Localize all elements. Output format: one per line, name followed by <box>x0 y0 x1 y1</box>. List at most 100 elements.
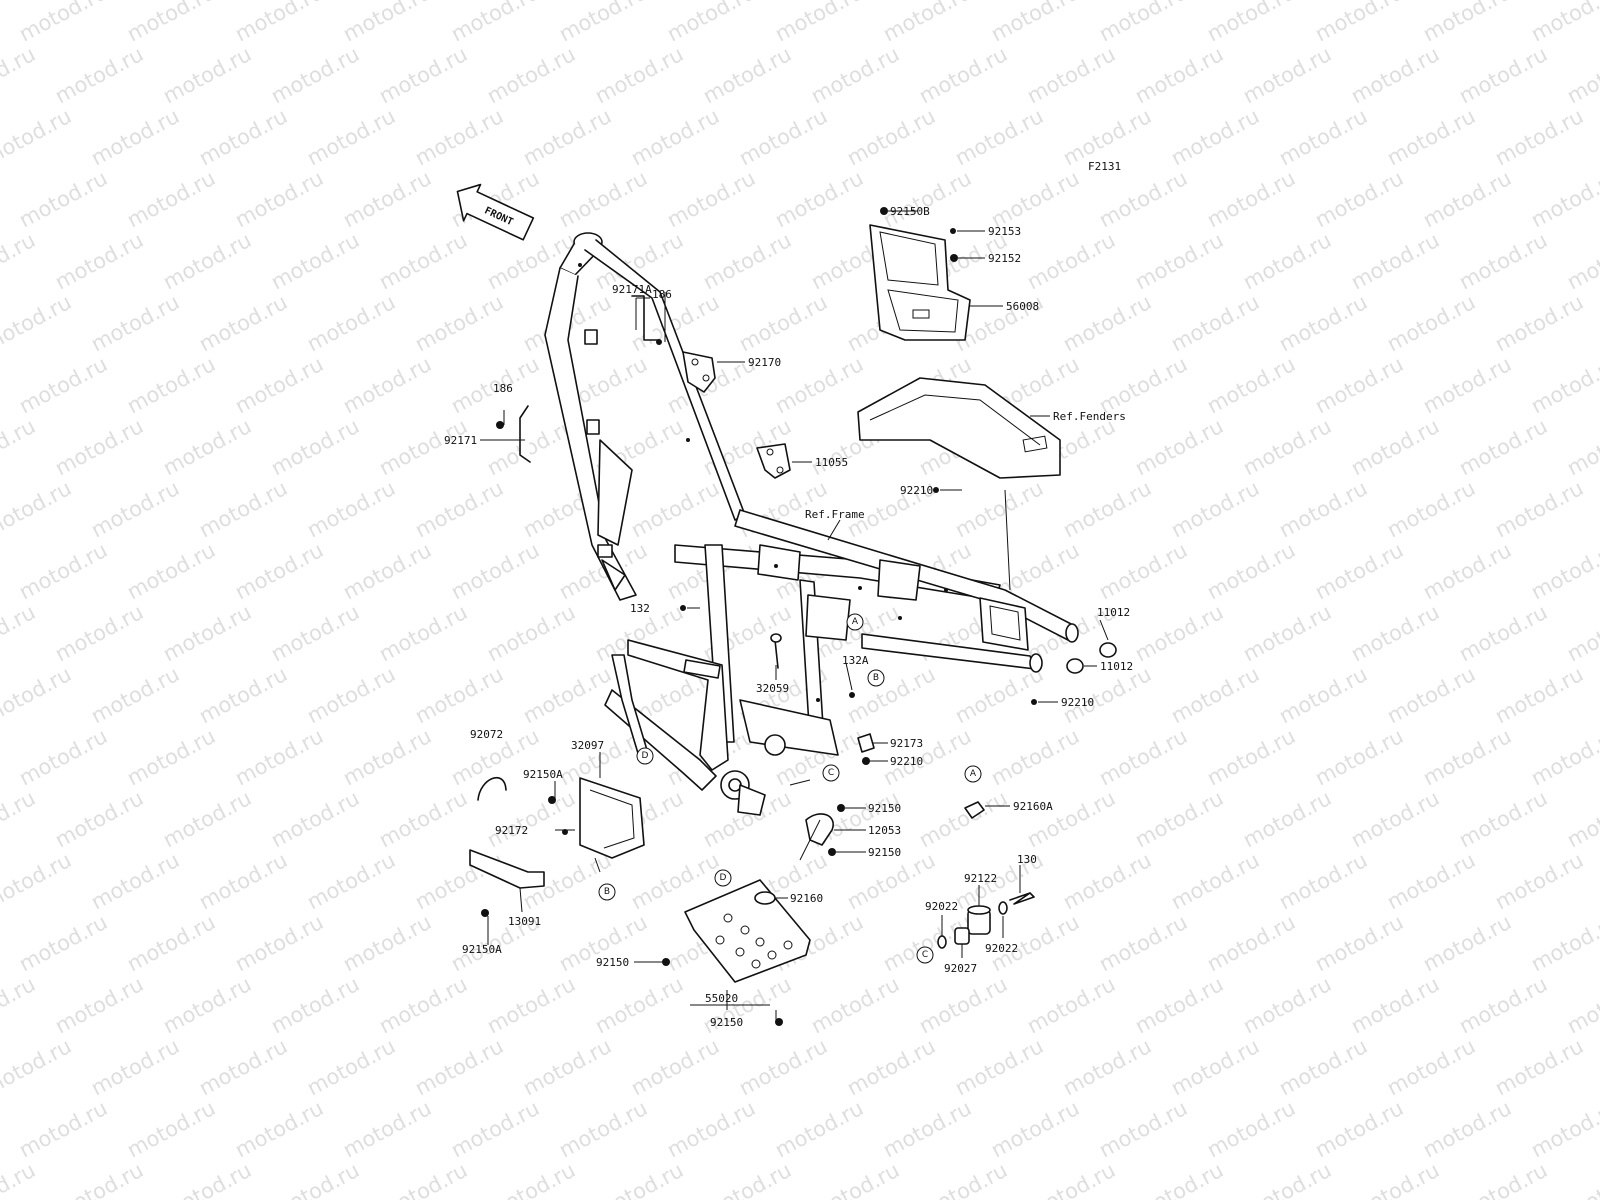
watermark-text: motod.ru <box>159 414 255 480</box>
watermark-text: motod.ru <box>699 1158 795 1200</box>
watermark-text: motod.ru <box>1239 228 1335 294</box>
watermark-text: motod.ru <box>1527 1096 1600 1162</box>
label-92150-b: 92150 <box>868 846 901 859</box>
ref-marker-b2: B <box>598 883 616 901</box>
watermark-text: motod.ru <box>1095 166 1191 232</box>
ref-marker-a1: A <box>846 613 864 631</box>
watermark-text: motod.ru <box>591 1158 687 1200</box>
watermark-text: motod.ru <box>375 1158 471 1200</box>
label-11012-a: 11012 <box>1097 606 1130 619</box>
ref-marker-b1: B <box>867 669 885 687</box>
watermark-text: motod.ru <box>0 1034 75 1100</box>
watermark-text: motod.ru <box>303 1034 399 1100</box>
label-186-left: 186 <box>493 382 513 395</box>
watermark-text: motod.ru <box>1527 166 1600 232</box>
label-92171A: 92171A <box>612 283 652 296</box>
watermark-text: motod.ru <box>0 290 75 356</box>
watermark-text: motod.ru <box>411 476 507 542</box>
watermark-text: motod.ru <box>483 1158 579 1200</box>
watermark-text: motod.ru <box>771 1096 867 1162</box>
watermark-text: motod.ru <box>15 910 111 976</box>
watermark-text: motod.ru <box>447 538 543 604</box>
battery-case-32097 <box>579 777 645 859</box>
watermark-text: motod.ru <box>0 600 39 666</box>
watermark-text: motod.ru <box>87 1034 183 1100</box>
watermark-text: motod.ru <box>1203 910 1299 976</box>
watermark-text: motod.ru <box>51 228 147 294</box>
watermark-text: motod.ru <box>1203 1096 1299 1162</box>
watermark-text: motod.ru <box>1563 228 1600 294</box>
watermark-text: motod.ru <box>1131 972 1227 1038</box>
washer-92022-b <box>998 901 1008 915</box>
label-ref-fenders: Ref.Fenders <box>1053 410 1126 423</box>
label-186-top: 186 <box>652 288 672 301</box>
watermark-text: motod.ru <box>1311 166 1407 232</box>
watermark-text: motod.ru <box>1095 0 1191 46</box>
watermark-text: motod.ru <box>195 848 291 914</box>
label-13091: 13091 <box>508 915 541 928</box>
watermark-text: motod.ru <box>1491 1034 1587 1100</box>
watermark-text: motod.ru <box>1419 166 1515 232</box>
label-92022-a: 92022 <box>925 900 958 913</box>
watermark-text: motod.ru <box>267 972 363 1038</box>
watermark-text: motod.ru <box>555 1096 651 1162</box>
watermark-text: motod.ru <box>1203 0 1299 46</box>
watermark-text: motod.ru <box>339 352 435 418</box>
watermark-text: motod.ru <box>879 1096 975 1162</box>
ref-marker-d1: D <box>636 747 654 765</box>
watermark-text: motod.ru <box>915 42 1011 108</box>
watermark-text: motod.ru <box>1455 786 1551 852</box>
watermark-text: motod.ru <box>159 786 255 852</box>
label-55020: 55020 <box>705 992 738 1005</box>
watermark-text: motod.ru <box>1131 786 1227 852</box>
watermark-text: motod.ru <box>1311 1096 1407 1162</box>
watermark-text: motod.ru <box>1311 0 1407 46</box>
svg-text:C: C <box>828 768 834 778</box>
watermark-text: motod.ru <box>1239 414 1335 480</box>
watermark-text: motod.ru <box>0 228 39 294</box>
watermark-text: motod.ru <box>375 786 471 852</box>
watermark-text: motod.ru <box>411 1034 507 1100</box>
watermark-text: motod.ru <box>1383 104 1479 170</box>
watermark-text: motod.ru <box>1275 476 1371 542</box>
watermark-text: motod.ru <box>771 166 867 232</box>
watermark-text: motod.ru <box>1491 476 1587 542</box>
watermark-text: motod.ru <box>1383 476 1479 542</box>
label-92160A: 92160A <box>1013 800 1053 813</box>
watermark-text: motod.ru <box>339 166 435 232</box>
watermark-text: motod.ru <box>1167 476 1263 542</box>
watermark-text: motod.ru <box>123 910 219 976</box>
watermark-text: motod.ru <box>843 1034 939 1100</box>
watermark-text: motod.ru <box>87 848 183 914</box>
watermark-text: motod.ru <box>1239 42 1335 108</box>
watermark-text: motod.ru <box>951 1034 1047 1100</box>
watermark-text: motod.ru <box>1383 1034 1479 1100</box>
watermark-text: motod.ru <box>663 1096 759 1162</box>
watermark-text: motod.ru <box>1347 414 1443 480</box>
watermark-text: motod.ru <box>1419 1096 1515 1162</box>
watermark-text: motod.ru <box>1311 724 1407 790</box>
label-92150-a: 92150 <box>868 802 901 815</box>
watermark-text: motod.ru <box>1491 662 1587 728</box>
watermark-text: motod.ru <box>51 786 147 852</box>
watermark-text: motod.ru <box>1347 600 1443 666</box>
watermark-text: motod.ru <box>1527 910 1600 976</box>
watermark-text: motod.ru <box>771 352 867 418</box>
watermark-text: motod.ru <box>339 0 435 46</box>
watermark-text: motod.ru <box>1455 42 1551 108</box>
watermark-text: motod.ru <box>1059 290 1155 356</box>
watermark-text: motod.ru <box>1311 538 1407 604</box>
main-frame <box>544 232 1079 816</box>
label-92160: 92160 <box>790 892 823 905</box>
label-32097: 32097 <box>571 739 604 752</box>
watermark-text: motod.ru <box>231 166 327 232</box>
watermark-text: motod.ru <box>159 600 255 666</box>
ref-markers: A B D C A B D C <box>598 613 982 964</box>
watermark-text: motod.ru <box>0 848 75 914</box>
watermark-text: motod.ru <box>1419 538 1515 604</box>
skid-plate-55020 <box>684 879 811 983</box>
watermark-text: motod.ru <box>627 476 723 542</box>
label-32059: 32059 <box>756 682 789 695</box>
label-92150-d: 92150 <box>710 1016 743 1029</box>
